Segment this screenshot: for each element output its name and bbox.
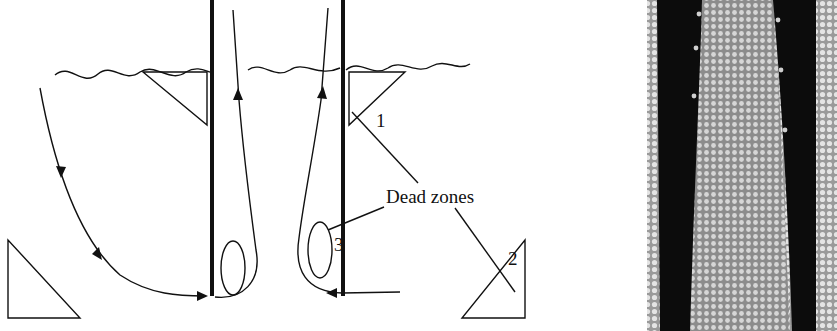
callout-label: Dead zones <box>386 186 474 208</box>
callout-number: 2 <box>508 248 518 270</box>
callout-number: 3 <box>334 234 344 256</box>
callout-number: 1 <box>376 110 386 132</box>
